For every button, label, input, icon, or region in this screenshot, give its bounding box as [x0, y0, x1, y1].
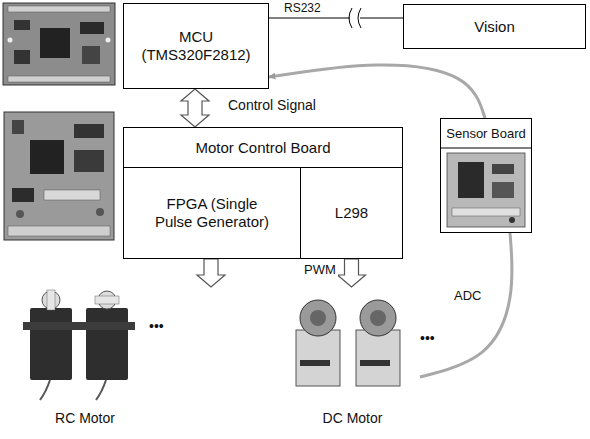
motor-board-box: Motor Control BoardFPGA (Single Pulse Ge…: [123, 127, 403, 259]
motor-board-picture: [4, 112, 114, 240]
block-arrow: [338, 259, 366, 287]
signal-name: RS232: [282, 1, 323, 15]
node-text: RC Motor: [20, 410, 150, 427]
block-arrow: [181, 89, 209, 127]
node-text: DC Motor: [285, 410, 420, 427]
vision-box: Vision: [403, 4, 586, 49]
serial-line: [269, 18, 403, 19]
mcu-box: MCU (TMS320F2812): [123, 3, 269, 89]
fpga-box: FPGA (Single Pulse Generator): [123, 167, 301, 259]
block-arrow: [197, 259, 225, 287]
node-text: Sensor Board: [441, 126, 531, 142]
rc-motor-picture: [23, 290, 135, 400]
feedback-curve: [420, 233, 512, 377]
signal-name: ADC: [452, 288, 483, 304]
mcu-board-picture: [3, 3, 115, 85]
ellipsis-mark: •••: [147, 318, 166, 335]
signal-name: PWM: [302, 262, 338, 278]
node-text: Vision: [404, 18, 585, 36]
dc-motor-group: DC Motor: [285, 287, 420, 433]
node-text: FPGA (Single Pulse Generator): [124, 195, 300, 231]
node-text: L298: [301, 204, 402, 222]
rc-motor-group: RC Motor: [20, 287, 150, 433]
ellipsis-mark: •••: [418, 330, 437, 347]
signal-name: Control Signal: [226, 97, 318, 114]
sensor-board-box: Sensor Board: [440, 118, 532, 233]
node-text: MCU (TMS320F2812): [124, 28, 268, 64]
sensor-board-picture: [440, 148, 532, 227]
dc-motor-picture: [296, 300, 400, 386]
driver-box: L298: [300, 167, 403, 259]
node-text: Motor Control Board: [124, 139, 402, 157]
